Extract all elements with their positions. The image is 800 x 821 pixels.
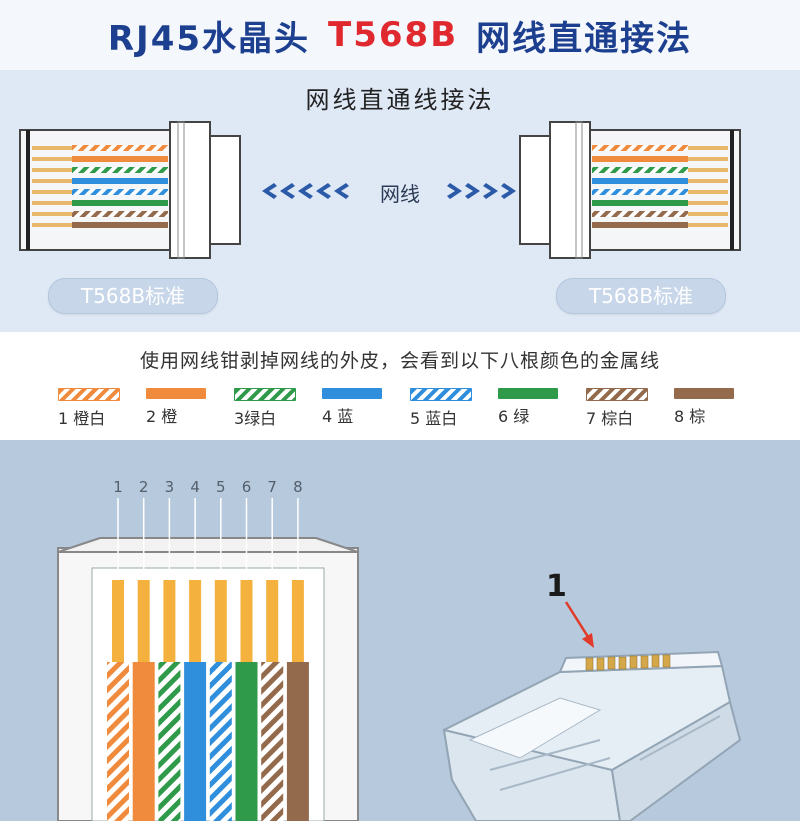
title-bar: RJ45水晶头 T568B 网线直通接法 [0, 0, 800, 70]
colored-wire [209, 662, 232, 821]
right-wires [592, 145, 688, 228]
legend-swatch [234, 388, 296, 401]
legend-swatch [410, 388, 472, 401]
legend-swatch [498, 388, 558, 399]
colored-wire [132, 662, 155, 821]
gold-contact-pin [163, 580, 176, 662]
colored-wire [184, 662, 207, 821]
plug-gold-contacts [585, 654, 671, 671]
rj45-cross-section [57, 537, 359, 821]
pin-number-label: 8 [293, 478, 303, 496]
legend-item: 7 棕白 [586, 388, 666, 428]
legend-label: 2 橙 [146, 407, 178, 426]
straight-through-diagram-panel: 网线直通线接法 [0, 70, 800, 332]
gold-contact-pin [137, 580, 150, 662]
legend-label: 1 橙白 [58, 409, 106, 428]
legend-label: 8 棕 [674, 407, 706, 426]
title-part-method: 网线直通接法 [476, 18, 693, 59]
title-part-standard: T568B [328, 15, 459, 55]
legend-label: 3绿白 [234, 409, 277, 428]
right-gold-contacts [688, 146, 728, 227]
arrow-left-icon [262, 183, 349, 199]
legend-item: 6 绿 [498, 388, 578, 428]
left-gold-contacts [32, 146, 72, 227]
pin-number-label: 2 [139, 478, 149, 496]
standard-badge-left: T568B标准 [48, 278, 218, 314]
legend-item: 3绿白 [234, 388, 314, 428]
colored-wire [235, 662, 258, 821]
colored-wire [261, 662, 284, 821]
diagram-title: 网线直通线接法 [305, 86, 495, 114]
gold-contact-pin [291, 580, 304, 662]
pin-number-label: 1 [113, 478, 123, 496]
legend-swatch [58, 388, 120, 401]
title-part-rj45: RJ45水晶头 [107, 18, 311, 59]
pin-number-label: 7 [267, 478, 277, 496]
legend-label: 7 棕白 [586, 409, 634, 428]
right-connector [519, 121, 741, 259]
left-wires [72, 145, 168, 228]
legend-swatch [322, 388, 382, 399]
legend-label: 5 蓝白 [410, 409, 458, 428]
pin-number-label: 3 [165, 478, 175, 496]
transparent-rj45-plug [442, 650, 742, 821]
wire-description: 使用网线钳剥掉网线的外皮，会看到以下八根颜色的金属线 [139, 350, 660, 372]
pin-lines [117, 498, 299, 580]
legend-label: 6 绿 [498, 407, 530, 426]
legend-item: 1 橙白 [58, 388, 138, 428]
gold-contact-pin [189, 580, 202, 662]
wire-color-legend: 1 橙白 2 橙 3绿白 4 蓝 5 蓝白 6 绿 7 棕白 8 棕 [58, 388, 758, 428]
legend-swatch [586, 388, 648, 401]
colored-wire [158, 662, 181, 821]
legend-swatch [146, 388, 206, 399]
pin-number-label: 4 [190, 478, 200, 496]
legend-item: 5 蓝白 [410, 388, 490, 428]
connector-diagram [19, 121, 741, 259]
legend-item: 2 橙 [146, 388, 226, 428]
colored-wire [286, 662, 309, 821]
colored-wire [107, 662, 129, 821]
pin1-callout-arrow-icon [564, 601, 594, 648]
gold-contact-pin [266, 580, 279, 662]
gold-contacts [112, 580, 304, 662]
cable-label: 网线 [380, 182, 420, 206]
legend-label: 4 蓝 [322, 407, 354, 426]
left-connector [19, 121, 241, 259]
standard-badge-right: T568B标准 [556, 278, 726, 314]
pin1-callout-label: 1 [546, 569, 567, 604]
gold-contact-pin [240, 580, 253, 662]
pin-number-label: 6 [242, 478, 252, 496]
legend-item: 8 棕 [674, 388, 754, 428]
gold-contact-pin [112, 580, 124, 662]
colored-wires [107, 662, 309, 821]
gold-contact-pin [214, 580, 227, 662]
legend-item: 4 蓝 [322, 388, 402, 428]
pin-number-label: 5 [216, 478, 226, 496]
legend-swatch [674, 388, 734, 399]
